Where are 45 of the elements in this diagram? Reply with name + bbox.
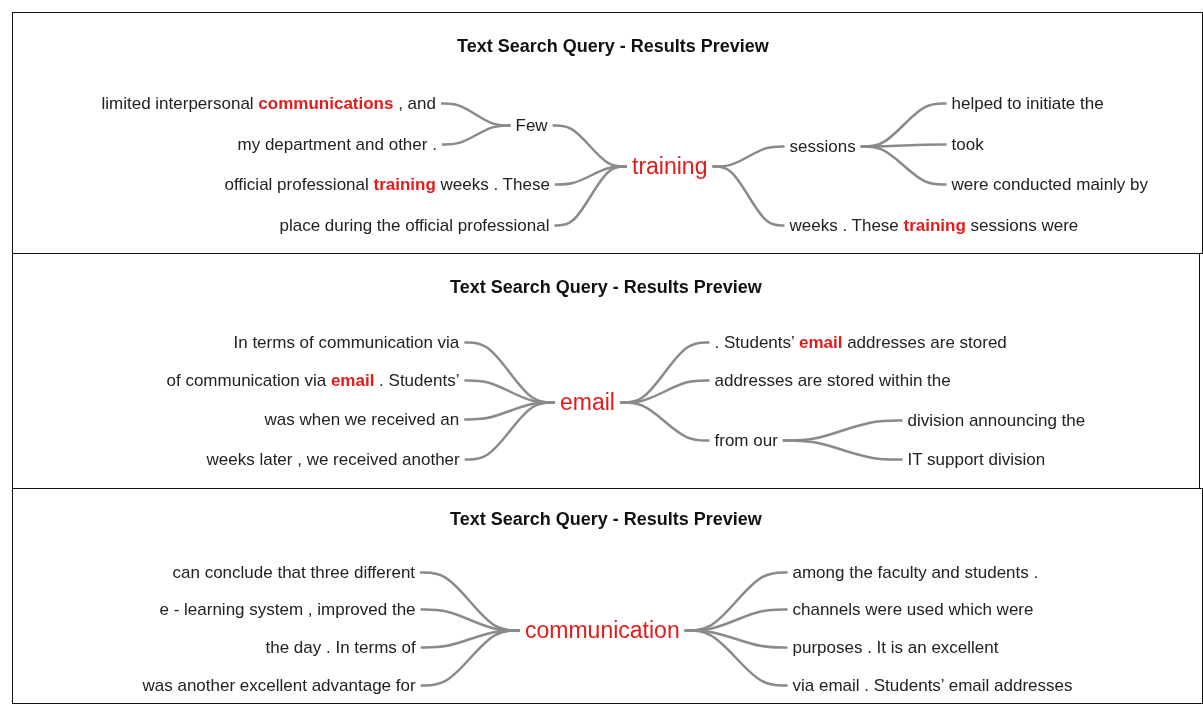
branch-line [712, 165, 785, 227]
context-phrase: from our [714, 430, 778, 451]
context-phrase: channels were used which were [792, 599, 1034, 620]
context-phrase: were conducted mainly by [951, 174, 1149, 195]
context-phrase: was when we received an [264, 409, 460, 430]
branch-line [782, 439, 903, 461]
branch-line [441, 124, 511, 146]
context-phrase: weeks . These training sessions were [789, 215, 1079, 236]
context-phrase: e - learning system , improved the [159, 599, 416, 620]
context-phrase: official professional training weeks . These [224, 174, 550, 195]
context-phrase: of communication via email . Students’ [166, 370, 460, 391]
context-phrase: limited interpersonal communications , and [101, 93, 436, 114]
context-phrase: purposes . It is an excellent [792, 637, 999, 658]
context-phrase: helped to initiate the [951, 93, 1104, 114]
context-phrase: In terms of communication via [233, 332, 460, 353]
context-phrase: . Students’ email addresses are stored [714, 332, 1007, 353]
context-phrase: place during the official professional [279, 215, 550, 236]
keyword: communication [525, 617, 680, 644]
branch-line [860, 145, 947, 186]
results-panel [12, 253, 1200, 489]
context-phrase: sessions [789, 136, 856, 157]
context-phrase: took [951, 134, 984, 155]
context-phrase: addresses are stored within the [714, 370, 951, 391]
context-phrase: division announcing the [907, 410, 1086, 431]
keyword: training [632, 153, 708, 180]
context-phrase: via email . Students’ email addresses [792, 675, 1073, 696]
panel-title: Text Search Query - Results Preview [450, 508, 762, 530]
keyword: email [560, 389, 615, 416]
context-phrase: weeks later , we received another [206, 449, 460, 470]
context-phrase: my department and other . [237, 134, 437, 155]
branch-line [420, 629, 520, 687]
context-phrase: Few [515, 115, 548, 136]
results-panel [12, 12, 1203, 254]
branch-line [464, 401, 555, 461]
branch-line [684, 629, 788, 687]
context-phrase: was another excellent advantage for [142, 675, 416, 696]
context-phrase: the day . In terms of [265, 637, 416, 658]
results-panel [12, 488, 1203, 704]
panel-title: Text Search Query - Results Preview [457, 35, 769, 57]
branch-line [619, 401, 710, 442]
panel-title: Text Search Query - Results Preview [450, 276, 762, 298]
context-phrase: IT support division [907, 449, 1046, 470]
branch-line [554, 165, 627, 227]
context-phrase: among the faculty and students . [792, 562, 1039, 583]
context-phrase: can conclude that three different [172, 562, 416, 583]
